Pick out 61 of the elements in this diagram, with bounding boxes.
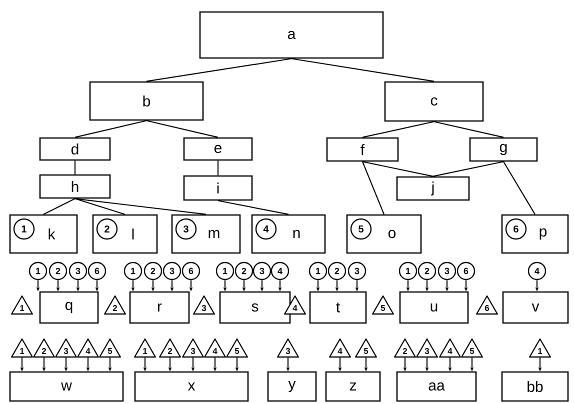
box: aa (396, 371, 477, 402)
connector-line (74, 160, 76, 174)
numbered-triangle: 4 (284, 295, 306, 315)
connector-line (362, 121, 434, 138)
connector-line (362, 161, 384, 215)
numbered-triangle: 4 (439, 338, 461, 358)
numbered-triangle: 3 (55, 338, 77, 358)
box: y (267, 371, 317, 402)
connector-line (218, 200, 289, 215)
box: q (39, 291, 99, 324)
numbered-triangle: 1 (11, 295, 33, 315)
numbered-triangle: 2 (394, 338, 416, 358)
connector-line (146, 58, 292, 82)
box: j (396, 176, 470, 201)
numbered-triangle: 5 (226, 338, 248, 358)
numbered-triangle: 1 (11, 338, 33, 358)
numbered-triangle: 5 (99, 338, 121, 358)
connector-line (434, 121, 504, 138)
connector-line (432, 161, 504, 177)
box: d (39, 137, 111, 161)
box: i (183, 175, 253, 201)
box: a (199, 11, 384, 59)
numbered-triangle: 3 (416, 338, 438, 358)
connector-line (43, 198, 76, 215)
numbered-triangle: 5 (461, 338, 483, 358)
numbered-triangle: 3 (277, 338, 299, 358)
numbered-triangle: 3 (193, 295, 215, 315)
numbered-triangle: 5 (372, 295, 394, 315)
box: w (9, 371, 124, 402)
connector-line (503, 161, 536, 215)
connector-line (74, 198, 206, 215)
numbered-triangle: 5 (355, 338, 377, 358)
numbered-triangle: 6 (476, 295, 498, 315)
connector-line (217, 160, 219, 176)
box: u (399, 291, 469, 324)
box: t (309, 291, 367, 324)
numbered-triangle: 1 (134, 338, 156, 358)
connector-line (74, 198, 126, 215)
numbered-triangle: 4 (329, 338, 351, 358)
numbered-triangle: 4 (77, 338, 99, 358)
box: r (129, 291, 190, 324)
box: b (89, 81, 204, 121)
box: g (469, 137, 538, 162)
connector-line (291, 58, 434, 82)
numbered-triangle: 2 (159, 338, 181, 358)
connector-line (362, 161, 434, 177)
box: e (183, 137, 253, 161)
numbered-triangle: 4 (204, 338, 226, 358)
box: h (39, 174, 111, 199)
connector-line (146, 120, 218, 138)
box: c (384, 81, 484, 122)
numbered-triangle: 1 (529, 338, 551, 358)
numbered-triangle: 2 (33, 338, 55, 358)
box: bb (501, 371, 569, 402)
box: z (325, 371, 381, 402)
numbered-triangle: 3 (182, 338, 204, 358)
box: v (502, 291, 569, 324)
numbered-triangle: 2 (104, 295, 126, 315)
connector-line (74, 120, 147, 138)
box: x (134, 371, 249, 402)
box: f (326, 137, 399, 162)
